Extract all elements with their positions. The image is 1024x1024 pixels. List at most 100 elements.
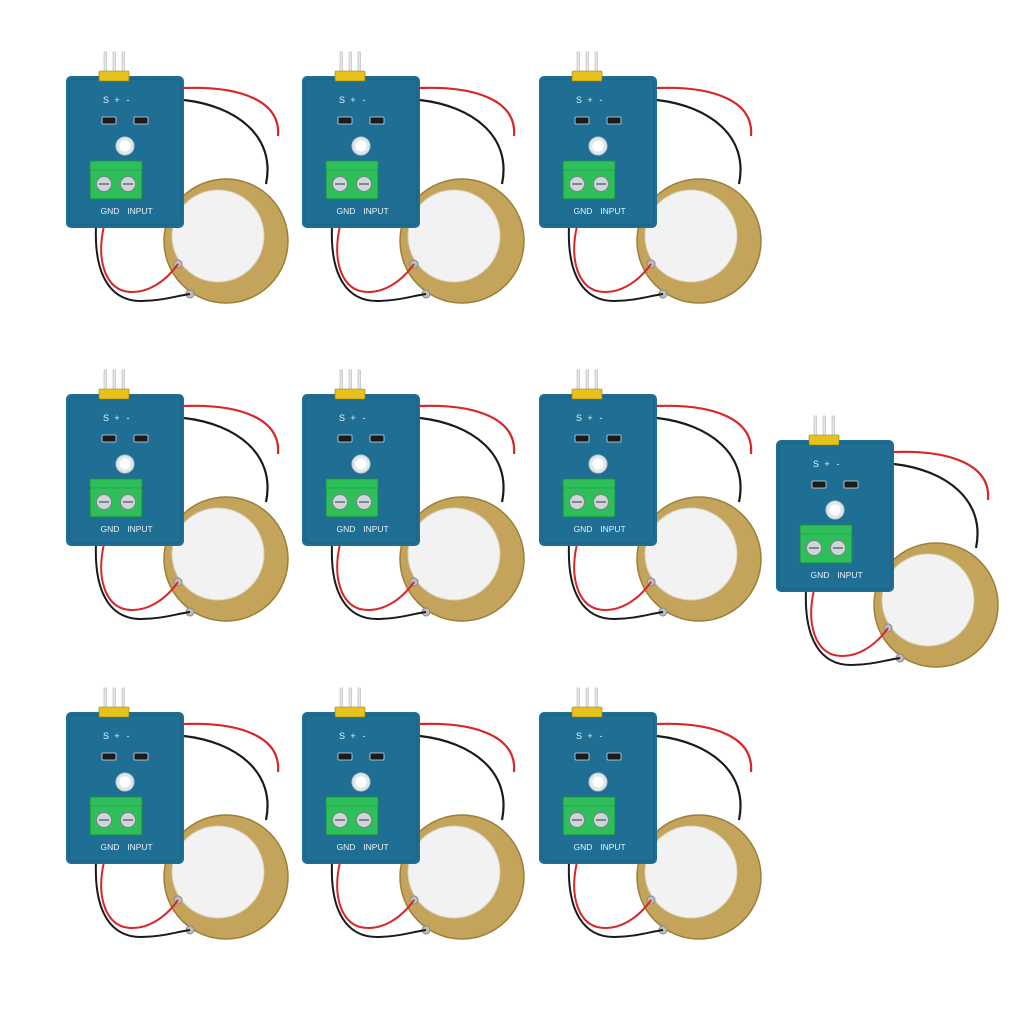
header-pins (339, 369, 361, 391)
piezo-disc (163, 814, 289, 940)
piezo-sensor-svg: S + - GND INPUT (539, 687, 762, 940)
smd-diode (369, 434, 385, 443)
piezo-disc (636, 814, 762, 940)
terminal-label-gnd: GND (101, 206, 120, 216)
black-wire (183, 98, 269, 185)
pin-label-signal: S (339, 413, 345, 423)
screw-terminal (562, 478, 616, 518)
smd-diode (843, 480, 859, 489)
smd-diode (606, 752, 622, 761)
piezo-disc (399, 814, 525, 940)
screw-terminal (562, 796, 616, 836)
pin-label-plus: + (114, 413, 119, 423)
screw-terminal (325, 796, 379, 836)
piezo-sensor-svg: S + - GND INPUT (66, 51, 289, 304)
pin-header (98, 70, 130, 82)
piezo-disc (163, 496, 289, 622)
screw-terminal (89, 478, 143, 518)
smd-diode (369, 116, 385, 125)
red-wire (183, 404, 280, 455)
smd-diode (133, 116, 149, 125)
pin-header (334, 70, 366, 82)
red-wire (656, 404, 753, 455)
pin-label-plus: + (350, 95, 355, 105)
black-wire-lower (94, 225, 191, 303)
terminal-label-input: INPUT (363, 842, 389, 852)
header-pins (103, 51, 125, 73)
pin-label-plus: + (114, 731, 119, 741)
smd-resistor (337, 434, 353, 443)
red-wire (183, 86, 280, 137)
pin-header (334, 388, 366, 400)
terminal-label-input: INPUT (837, 570, 863, 580)
pin-label-signal: S (339, 731, 345, 741)
terminal-label-input: INPUT (127, 524, 153, 534)
pin-label-minus: - (600, 413, 603, 423)
red-wire-lower (336, 861, 415, 929)
pin-label-plus: + (587, 413, 592, 423)
piezo-sensor-svg: S + - GND INPUT (539, 369, 762, 622)
terminal-label-gnd: GND (574, 206, 593, 216)
black-wire (183, 734, 269, 821)
header-pins (813, 415, 835, 437)
pin-label-plus: + (350, 731, 355, 741)
screw-terminal (89, 160, 143, 200)
black-wire-lower (94, 861, 191, 939)
pin-label-minus: - (837, 459, 840, 469)
terminal-label-input: INPUT (600, 206, 626, 216)
terminal-label-gnd: GND (574, 842, 593, 852)
terminal-label-gnd: GND (101, 842, 120, 852)
smd-diode (606, 116, 622, 125)
black-wire-lower (330, 861, 427, 939)
screw-terminal (562, 160, 616, 200)
header-pins (103, 369, 125, 391)
black-wire (656, 416, 742, 503)
black-wire (419, 98, 505, 185)
piezo-sensor-svg: S + - GND INPUT (302, 51, 525, 304)
black-wire (893, 462, 979, 549)
piezo-sensor-svg: S + - GND INPUT (776, 415, 999, 668)
terminal-label-gnd: GND (337, 206, 356, 216)
smd-resistor (337, 752, 353, 761)
smd-resistor (574, 434, 590, 443)
pin-label-plus: + (587, 95, 592, 105)
smd-resistor (101, 752, 117, 761)
pin-label-plus: + (114, 95, 119, 105)
black-wire-lower (804, 589, 901, 667)
pin-label-minus: - (363, 731, 366, 741)
pin-label-plus: + (587, 731, 592, 741)
piezo-disc (399, 496, 525, 622)
red-wire-lower (336, 543, 415, 611)
red-wire-lower (100, 861, 179, 929)
red-wire-lower (573, 543, 652, 611)
red-wire (419, 722, 516, 773)
piezo-disc (873, 542, 999, 668)
piezo-disc (636, 496, 762, 622)
terminal-label-gnd: GND (337, 842, 356, 852)
piezo-module-10: S + - GND INPUT (539, 682, 779, 942)
pin-label-signal: S (576, 731, 582, 741)
piezo-disc (399, 178, 525, 304)
piezo-module-5: S + - GND INPUT (302, 364, 542, 624)
piezo-sensor-svg: S + - GND INPUT (539, 51, 762, 304)
pin-label-signal: S (576, 95, 582, 105)
piezo-module-1: S + - GND INPUT (66, 46, 306, 306)
pin-header (808, 434, 840, 446)
pin-label-signal: S (339, 95, 345, 105)
terminal-label-gnd: GND (101, 524, 120, 534)
smd-diode (606, 434, 622, 443)
pin-label-minus: - (127, 413, 130, 423)
pin-label-signal: S (576, 413, 582, 423)
terminal-label-input: INPUT (127, 842, 153, 852)
smd-diode (369, 752, 385, 761)
smd-resistor (811, 480, 827, 489)
terminal-label-input: INPUT (600, 524, 626, 534)
screw-terminal (89, 796, 143, 836)
black-wire-lower (330, 225, 427, 303)
header-pins (103, 687, 125, 709)
header-pins (576, 687, 598, 709)
black-wire (419, 416, 505, 503)
piezo-sensor-svg: S + - GND INPUT (302, 687, 525, 940)
red-wire-lower (573, 861, 652, 929)
